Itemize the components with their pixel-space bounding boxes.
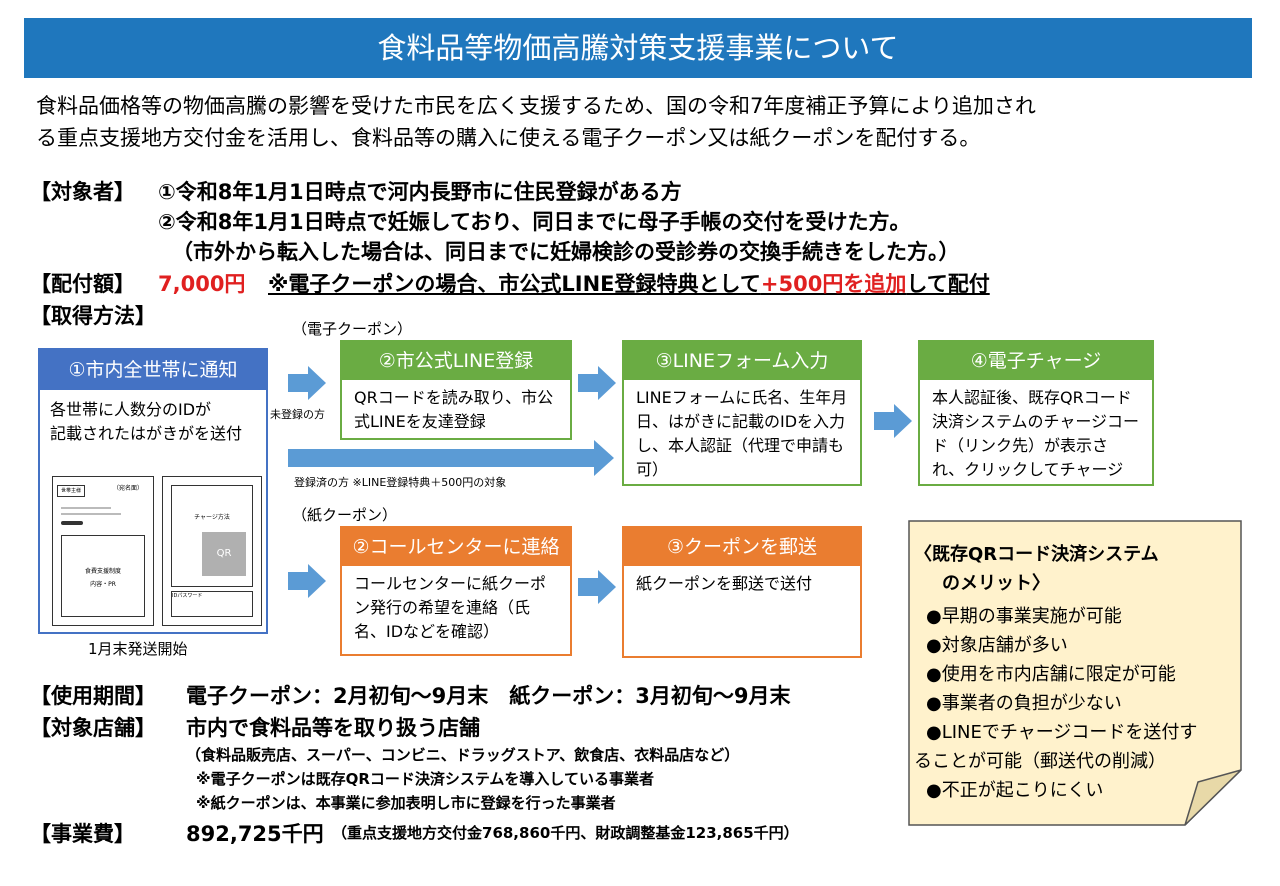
step-mail-coupon-title: ③クーポンを郵送 [624,528,860,566]
step-line-form: ③LINEフォーム入力 LINEフォームに氏名、生年月日、はがきに記載のIDを入… [622,340,862,486]
merit-item: ●不正が起こりにくい [926,780,1104,801]
electronic-section-label: （電子クーポン） [292,320,413,338]
postcard-id-table-label: IDパスワード [172,593,203,599]
postcard-content-sub: 内容・PR [90,581,116,588]
period-label: 【使用期間】 [30,684,156,708]
registered-label: 登録済の方 ※LINE登録特典＋500円の対象 [294,476,507,489]
postcard-dots [61,521,83,525]
notice-header: ①市内全世帯に通知 [40,350,266,390]
step-e-charge-body: 本人認証後、既存QRコード決済システムのチャージコード（リンク先）が表示され、ク… [932,388,1140,479]
postcard-address-tag: 世帯主様 [57,485,85,497]
merit-item: ●事業者の負担が少ない [926,693,1122,714]
merit-note: 〈既存QRコード決済システム のメリット〉 ●早期の事業実施が可能 ●対象店舗が… [914,540,1230,805]
amount-value: 7,000円 [158,272,246,296]
merit-item: ることが可能（郵送代の削減） [914,751,1166,772]
amount-note-c: して配付 [906,272,990,296]
arrow-right-icon [578,570,616,604]
notice-text-2: 記載されたはがきがを送付 [50,424,243,443]
amount-note-a: ※電子クーポンの場合、市公式LINE登録特典として [268,272,761,296]
step-mail-coupon-body: 紙クーポンを郵送で送付 [636,574,813,593]
postcard-charge-area: チャージ方法 QR [171,485,253,587]
cost-detail: （重点支援地方交付金768,860千円、財政調整基金123,865千円） [332,824,799,842]
step-e-charge: ④電子チャージ 本人認証後、既存QRコード決済システムのチャージコード（リンク先… [918,340,1154,486]
cost-label: 【事業費】 [30,822,135,846]
target-line-3: （市外から転入した場合は、同日までに妊婦検診の受診券の交換手続きをした方。） [172,240,960,264]
step-line-register-body: QRコードを読み取り、市公式LINEを友達登録 [354,388,554,431]
postcard-front-caption: （宛名面） [113,485,144,492]
amount-note-bonus: +500円を追加 [760,272,907,296]
stores-value: 市内で食料品等を取り扱う店舗 [186,716,480,740]
arrow-right-icon [288,564,326,598]
stores-label: 【対象店舗】 [30,716,156,740]
step-e-charge-title: ④電子チャージ [920,342,1152,380]
postcard-id-table: IDパスワード [171,591,253,617]
method-label: 【取得方法】 [30,304,156,328]
long-arrow-right-icon [288,440,614,476]
notice-text-1: 各世帯に人数分のIDが [50,400,212,419]
target-label: 【対象者】 [30,180,135,204]
arrow-right-icon [874,404,912,438]
amount-note: ※電子クーポンの場合、市公式LINE登録特典として+500円を追加して配付 [268,268,990,298]
step-call-center-title: ②コールセンターに連絡 [342,528,570,566]
arrow-right-icon [288,366,326,400]
amount-label: 【配付額】 [30,272,135,296]
notice-box: ①市内全世帯に通知 各世帯に人数分のIDが 記載されたはがきがを送付 世帯主様 … [38,348,268,634]
merit-item: ●早期の事業実施が可能 [926,606,1122,627]
merit-item: ●LINEでチャージコードを送付す [926,722,1198,743]
notice-text: 各世帯に人数分のIDが 記載されたはがきがを送付 [40,390,266,454]
postcard-front: 世帯主様 （宛名面） 食費支援制度 内容・PR [52,476,154,626]
step-line-form-title: ③LINEフォーム入力 [624,342,860,380]
qr-code-icon: QR [202,532,246,576]
stores-note-2: ※電子クーポンは既存QRコード決済システムを導入している事業者 [196,770,654,788]
step-call-center: ②コールセンターに連絡 コールセンターに紙クーポン発行の希望を連絡（氏名、IDな… [340,526,572,656]
postcard-charge-title: チャージ方法 [194,514,230,521]
cost-value: 892,725千円 [186,822,324,846]
intro-line-1: 食料品価格等の物価高騰の影響を受けた市民を広く支援するため、国の令和7年度補正予… [36,94,1036,118]
step-line-register-title: ②市公式LINE登録 [342,342,570,380]
merit-list: ●早期の事業実施が可能 ●対象店舗が多い ●使用を市内店舗に限定が可能 ●事業者… [914,602,1230,805]
stores-note-1: （食料品販売店、スーパー、コンビニ、ドラッグストア、飲食店、衣料品店など） [186,746,740,764]
step-line-register: ②市公式LINE登録 QRコードを読み取り、市公式LINEを友達登録 [340,340,572,440]
paper-section-label: （紙クーポン） [292,506,398,524]
intro-line-2: る重点支援地方交付金を活用し、食料品等の購入に使える電子クーポン又は紙クーポンを… [36,126,981,150]
target-line-2: ②令和8年1月1日時点で妊娠しており、同日までに母子手帳の交付を受けた方。 [158,210,911,234]
target-line-1: ①令和8年1月1日時点で河内長野市に住民登録がある方 [158,180,682,204]
postcard-address-line [61,513,121,515]
postcard-address-line [61,507,111,509]
postcard-content-title: 食費支援制度 [84,568,121,575]
step-call-center-body: コールセンターに紙クーポン発行の希望を連絡（氏名、IDなどを確認） [354,574,547,641]
period-value: 電子クーポン：2月初旬～9月末 紙クーポン：3月初旬～9月末 [186,684,791,708]
postcard-content-area: 食費支援制度 内容・PR [61,535,145,617]
postcard-back: チャージ方法 QR IDパスワード [162,476,262,626]
page-title: 食料品等物価高騰対策支援事業について [24,18,1252,78]
intro-text: 食料品価格等の物価高騰の影響を受けた市民を広く支援するため、国の令和7年度補正予… [36,90,1256,154]
step-mail-coupon: ③クーポンを郵送 紙クーポンを郵送で送付 [622,526,862,658]
merit-note-shape [908,520,1242,826]
arrow-right-icon [578,366,616,400]
unregistered-label: 未登録の方 [270,408,325,421]
merit-item: ●対象店舗が多い [926,635,1068,656]
step-line-form-body: LINEフォームに氏名、生年月日、はがきに記載のIDを入力し、本人認証（代理で申… [636,388,848,479]
merit-item: ●使用を市内店舗に限定が可能 [926,664,1176,685]
merit-title-2: のメリット〉 [942,573,1050,594]
merit-title-1: 〈既存QRコード決済システム [914,544,1159,565]
stores-note-3: ※紙クーポンは、本事業に参加表明し市に登録を行った事業者 [196,794,616,812]
notice-footer: 1月末発送開始 [88,640,188,658]
